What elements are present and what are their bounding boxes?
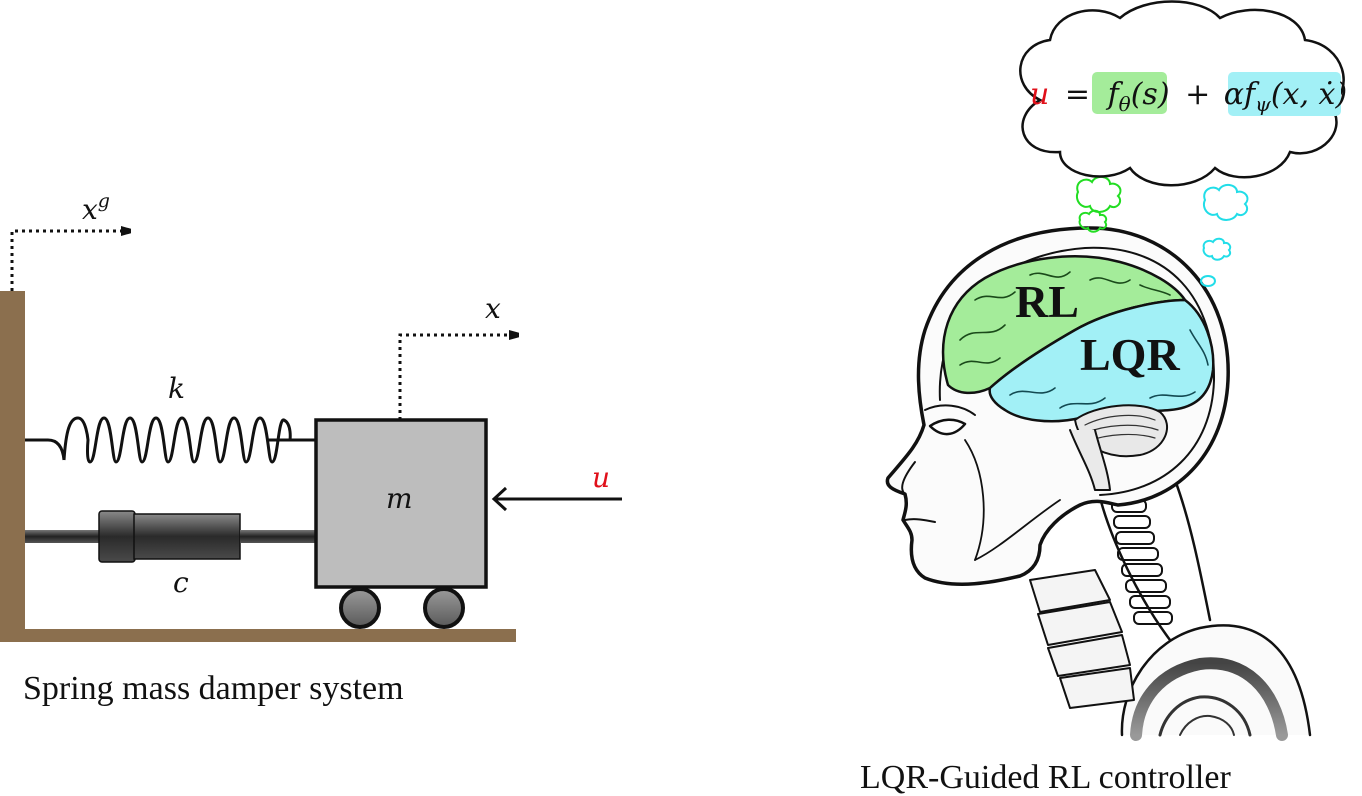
control-input-label: u [592, 461, 610, 494]
brain-stem [1069, 429, 1111, 491]
eyebrow [924, 404, 976, 416]
mass-displacement-label: x [485, 292, 501, 325]
right-caption: LQR-Guided RL controller [860, 759, 1231, 796]
robot-head-illustration: RL LQR [885, 226, 1312, 741]
brain-rl-folds [959, 271, 1171, 366]
mouth [904, 518, 936, 523]
robot-neck [1029, 569, 1135, 709]
rl-term-highlight [1092, 72, 1167, 114]
eq-equals: = [1065, 77, 1090, 112]
robot-spine [1111, 499, 1173, 625]
cyan-thought-cloud-mid [1202, 237, 1232, 261]
thought-bubbles [1076, 176, 1249, 287]
brain-rl-label: RL [1015, 276, 1079, 327]
green-thought-cloud-large [1076, 176, 1122, 213]
mass-block [314, 418, 488, 589]
eq-term2-sub: ψ [1255, 92, 1271, 116]
shoulder-ring-mid [1158, 695, 1252, 737]
wall [0, 291, 25, 642]
spring-mass-damper-system: xg k c m x u Spring m [0, 190, 622, 707]
eq-plus: + [1185, 77, 1210, 112]
jaw-line [974, 499, 1061, 561]
cheek-line [964, 439, 985, 561]
brain-lqr-region [988, 298, 1215, 423]
left-caption: Spring mass damper system [23, 670, 404, 707]
damper [25, 510, 316, 563]
eq-term2-args: (x, ẋ) [1271, 77, 1347, 112]
wheel-left [339, 587, 381, 629]
control-input-arrow [491, 486, 622, 512]
mass-label: m [386, 482, 413, 515]
damper-cylinder-cap [98, 510, 136, 563]
wheel-right [423, 587, 465, 629]
brain-lqr-label: LQR [1080, 329, 1180, 380]
floor [25, 629, 516, 642]
spring-label: k [168, 372, 185, 405]
eq-term1-args: (s) [1131, 77, 1170, 112]
mass-displacement-arrow [398, 335, 518, 420]
eq-lhs: u [1030, 77, 1049, 112]
lqr-term-highlight [1228, 72, 1341, 116]
ground-displacement-arrow [10, 231, 130, 291]
eq-term1-sub: θ [1119, 92, 1131, 116]
spring-coils [62, 416, 292, 464]
eq-alpha: α [1224, 77, 1244, 112]
brain-lqr-folds [1009, 329, 1209, 409]
damper-label: c [173, 566, 189, 599]
shoulder-ring-outer [1130, 657, 1288, 741]
eye-icon [928, 418, 967, 436]
spring [25, 416, 316, 464]
control-law-equation: u = fθ(s) + αfψ(x, ẋ) [1030, 77, 1347, 116]
damper-rod-left [25, 530, 103, 543]
ground-displacement-label: xg [82, 190, 110, 226]
neck-back [1173, 478, 1212, 622]
shoulder-ring-inner [1179, 714, 1235, 736]
nose [901, 461, 916, 495]
cyan-thought-dot [1200, 275, 1216, 287]
damper-cylinder [133, 513, 241, 560]
damper-rod-right [240, 530, 316, 543]
spine-outline [1096, 488, 1172, 642]
cyan-thought-cloud-large [1203, 184, 1249, 221]
green-thought-cloud-small [1078, 209, 1108, 233]
